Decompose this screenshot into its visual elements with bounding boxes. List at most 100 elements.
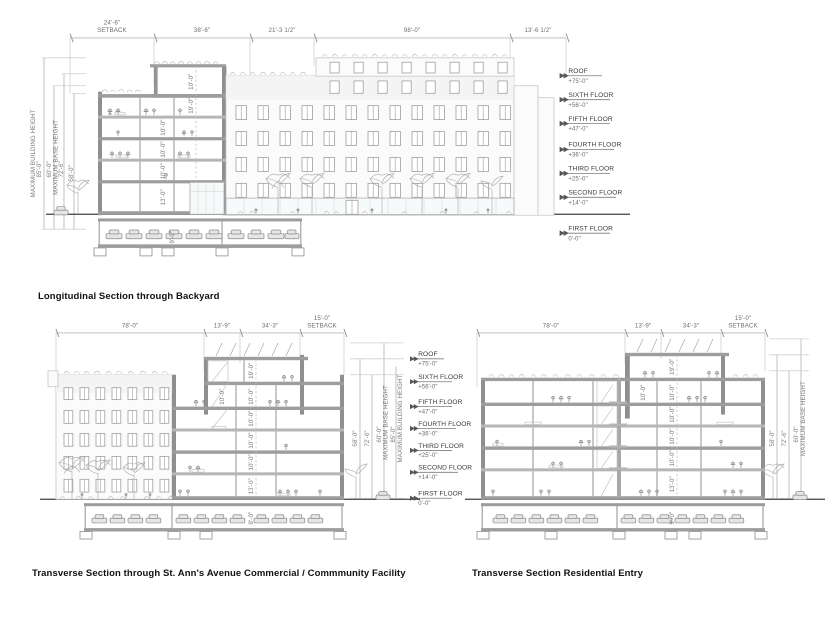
svg-text:10'-0": 10'-0" xyxy=(219,389,226,405)
floor-height-dims: 10'-0" 19'-0" 10'-0" 10'-0" 10'-0" 13'-0… xyxy=(160,65,197,214)
svg-text:34'-3": 34'-3" xyxy=(683,322,699,329)
floor-level-markers: ROOF +75'-0" SIXTH FLOOR +56'-0" FIFTH F… xyxy=(559,68,622,242)
section-cut-full: 19'-0" 10'-0" 10'-0" 10'-0" 10'-0" 13'-0… xyxy=(481,338,765,500)
vdim-label: 58'-0" xyxy=(68,165,75,181)
dimension-string-top: 24'-6" SETBACK 38'-6" 21'-3 1/2" 98'-0" … xyxy=(69,19,570,94)
svg-text:9'-0": 9'-0" xyxy=(669,512,676,525)
svg-text:THIRD FLOOR: THIRD FLOOR xyxy=(418,443,464,450)
svg-text:0'-0": 0'-0" xyxy=(568,236,580,242)
parked-car xyxy=(105,229,300,240)
section-cut-left-wing: 10'-0" 19'-0" 10'-0" 10'-0" 10'-0" 13'-0… xyxy=(98,61,227,216)
vertical-dimension-ladder-left: 85'-0" MAXIMUM BUILDING HEIGHT 60'-0" MA… xyxy=(30,57,86,230)
svg-text:MAXIMUM BASE HEIGHT: MAXIMUM BASE HEIGHT xyxy=(800,381,807,456)
svg-text:10'-0": 10'-0" xyxy=(640,385,647,401)
svg-text:MAXIMUM BUILDING HEIGHT: MAXIMUM BUILDING HEIGHT xyxy=(397,375,404,463)
svg-text:9'-0": 9'-0" xyxy=(248,512,255,525)
vertical-dimension-ladder-right: 58'-0" 72'-6" 60'-0" MAXIMUM BASE HEIGHT xyxy=(769,338,809,499)
vdim-label: 85'-0" xyxy=(36,161,43,177)
svg-text:FIFTH FLOOR: FIFTH FLOOR xyxy=(568,116,612,123)
svg-text:MAXIMUM BASE HEIGHT: MAXIMUM BASE HEIGHT xyxy=(383,385,390,460)
svg-text:THIRD FLOOR: THIRD FLOOR xyxy=(568,166,614,173)
svg-text:10'-0": 10'-0" xyxy=(160,119,167,135)
caption-transverse-residential: Transverse Section Residential Entry xyxy=(472,568,643,579)
svg-text:+25'-0": +25'-0" xyxy=(568,177,587,183)
svg-text:+56'-0": +56'-0" xyxy=(568,103,587,109)
vdim-label: 72'-6" xyxy=(58,161,65,177)
svg-text:SETBACK: SETBACK xyxy=(307,322,337,329)
svg-text:58'-0": 58'-0" xyxy=(769,430,776,446)
cellar-parking-level: 9'-0" xyxy=(93,218,305,257)
svg-text:+14'-0": +14'-0" xyxy=(418,475,437,481)
svg-text:9'-0": 9'-0" xyxy=(169,231,176,244)
dim-label: 21'-3 1/2" xyxy=(268,27,295,34)
svg-text:19'-0": 19'-0" xyxy=(188,98,195,114)
foundation-footing xyxy=(93,247,305,257)
cellar-parking-level: 9'-0" xyxy=(476,503,768,540)
svg-text:SIXTH FLOOR: SIXTH FLOOR xyxy=(568,92,613,99)
vdim-note: MAXIMUM BASE HEIGHT xyxy=(53,120,60,195)
dim-label: 24'-6" xyxy=(104,19,120,26)
svg-text:SIXTH FLOOR: SIXTH FLOOR xyxy=(418,374,463,381)
entry-pavilion xyxy=(189,181,225,215)
street-trees xyxy=(265,173,504,215)
svg-text:FIRST FLOOR: FIRST FLOOR xyxy=(568,225,613,232)
svg-text:10'-0": 10'-0" xyxy=(248,454,255,470)
svg-text:60'-0": 60'-0" xyxy=(376,426,383,442)
svg-text:34'-3": 34'-3" xyxy=(262,322,278,329)
svg-text:FIFTH FLOOR: FIFTH FLOOR xyxy=(418,399,462,406)
svg-text:SECOND FLOOR: SECOND FLOOR xyxy=(568,190,622,197)
transverse-commercial-section-drawing: 78'-0" 13'-9" 34'-3" 15'-0" SETBACK xyxy=(40,315,472,550)
svg-text:+75'-0": +75'-0" xyxy=(418,362,437,368)
cellar-parking-level: 9'-0" xyxy=(79,503,347,540)
svg-text:13'-0": 13'-0" xyxy=(248,478,255,494)
canopy-louvers xyxy=(636,338,714,353)
svg-text:15'-0": 15'-0" xyxy=(314,315,330,322)
svg-text:13'-9": 13'-9" xyxy=(214,322,230,329)
svg-text:85'-0": 85'-0" xyxy=(390,426,397,442)
vdim-label: 60'-0" xyxy=(46,161,53,177)
svg-text:+25'-0": +25'-0" xyxy=(418,453,437,459)
vertical-dimension-ladder-right: 58'-0" 72'-6" 60'-0" MAXIMUM BASE HEIGHT… xyxy=(350,342,404,499)
svg-text:SECOND FLOOR: SECOND FLOOR xyxy=(418,465,472,472)
window-grid-upper xyxy=(329,61,508,94)
svg-text:+36'-0": +36'-0" xyxy=(568,153,587,159)
window-grid-main xyxy=(235,105,511,198)
curbside-car xyxy=(53,206,69,216)
svg-text:15'-0": 15'-0" xyxy=(735,315,751,322)
floor-height-dims: 19'-0" 10'-0" 10'-0" 10'-0" 10'-0" 13'-0… xyxy=(640,354,678,499)
svg-text:SETBACK: SETBACK xyxy=(728,322,758,329)
svg-text:58'-0": 58'-0" xyxy=(352,430,359,446)
svg-text:10'-0": 10'-0" xyxy=(248,389,255,405)
svg-text:ROOF: ROOF xyxy=(568,68,587,75)
svg-text:13'-9": 13'-9" xyxy=(635,322,651,329)
svg-text:72'-6": 72'-6" xyxy=(781,430,788,446)
svg-text:FOURTH FLOOR: FOURTH FLOOR xyxy=(418,421,471,428)
svg-text:+75'-0": +75'-0" xyxy=(568,79,587,85)
storefront-glazing xyxy=(225,197,515,215)
dim-label: 13'-6 1/2" xyxy=(524,27,551,34)
dimension-string-top: 78'-0" 13'-9" 34'-3" 15'-0" SETBACK xyxy=(55,315,348,395)
svg-text:10'-0": 10'-0" xyxy=(669,385,676,401)
svg-text:10'-0": 10'-0" xyxy=(160,141,167,157)
svg-text:10'-0": 10'-0" xyxy=(248,432,255,448)
floor-height-dims: 19'-0" 10'-0" 10'-0" 10'-0" 10'-0" 13'-0… xyxy=(219,358,257,499)
svg-text:19'-0": 19'-0" xyxy=(669,359,676,375)
dim-sublabel: SETBACK xyxy=(97,27,127,34)
roof-planting xyxy=(101,61,219,93)
svg-text:+56'-0": +56'-0" xyxy=(418,384,437,390)
facade-elevation-right xyxy=(189,53,555,216)
section-cut-right: 19'-0" 10'-0" 10'-0" 10'-0" 10'-0" 13'-0… xyxy=(172,342,344,500)
svg-text:FIRST FLOOR: FIRST FLOOR xyxy=(418,491,463,498)
svg-text:60'-0": 60'-0" xyxy=(793,426,800,442)
svg-text:+36'-0": +36'-0" xyxy=(418,431,437,437)
svg-text:+14'-0": +14'-0" xyxy=(568,200,587,206)
svg-text:10'-0": 10'-0" xyxy=(188,74,195,90)
longitudinal-section-drawing: 24'-6" SETBACK 38'-6" 21'-3 1/2" 98'-0" … xyxy=(30,14,640,279)
caption-transverse-commercial: Transverse Section through St. Ann's Ave… xyxy=(32,568,406,579)
svg-text:78'-0": 78'-0" xyxy=(122,322,138,329)
facade-elevation-left xyxy=(47,370,174,500)
svg-text:FOURTH FLOOR: FOURTH FLOOR xyxy=(568,142,621,149)
vdim-note: MAXIMUM BUILDING HEIGHT xyxy=(30,109,37,197)
svg-text:10'-0": 10'-0" xyxy=(669,406,676,422)
